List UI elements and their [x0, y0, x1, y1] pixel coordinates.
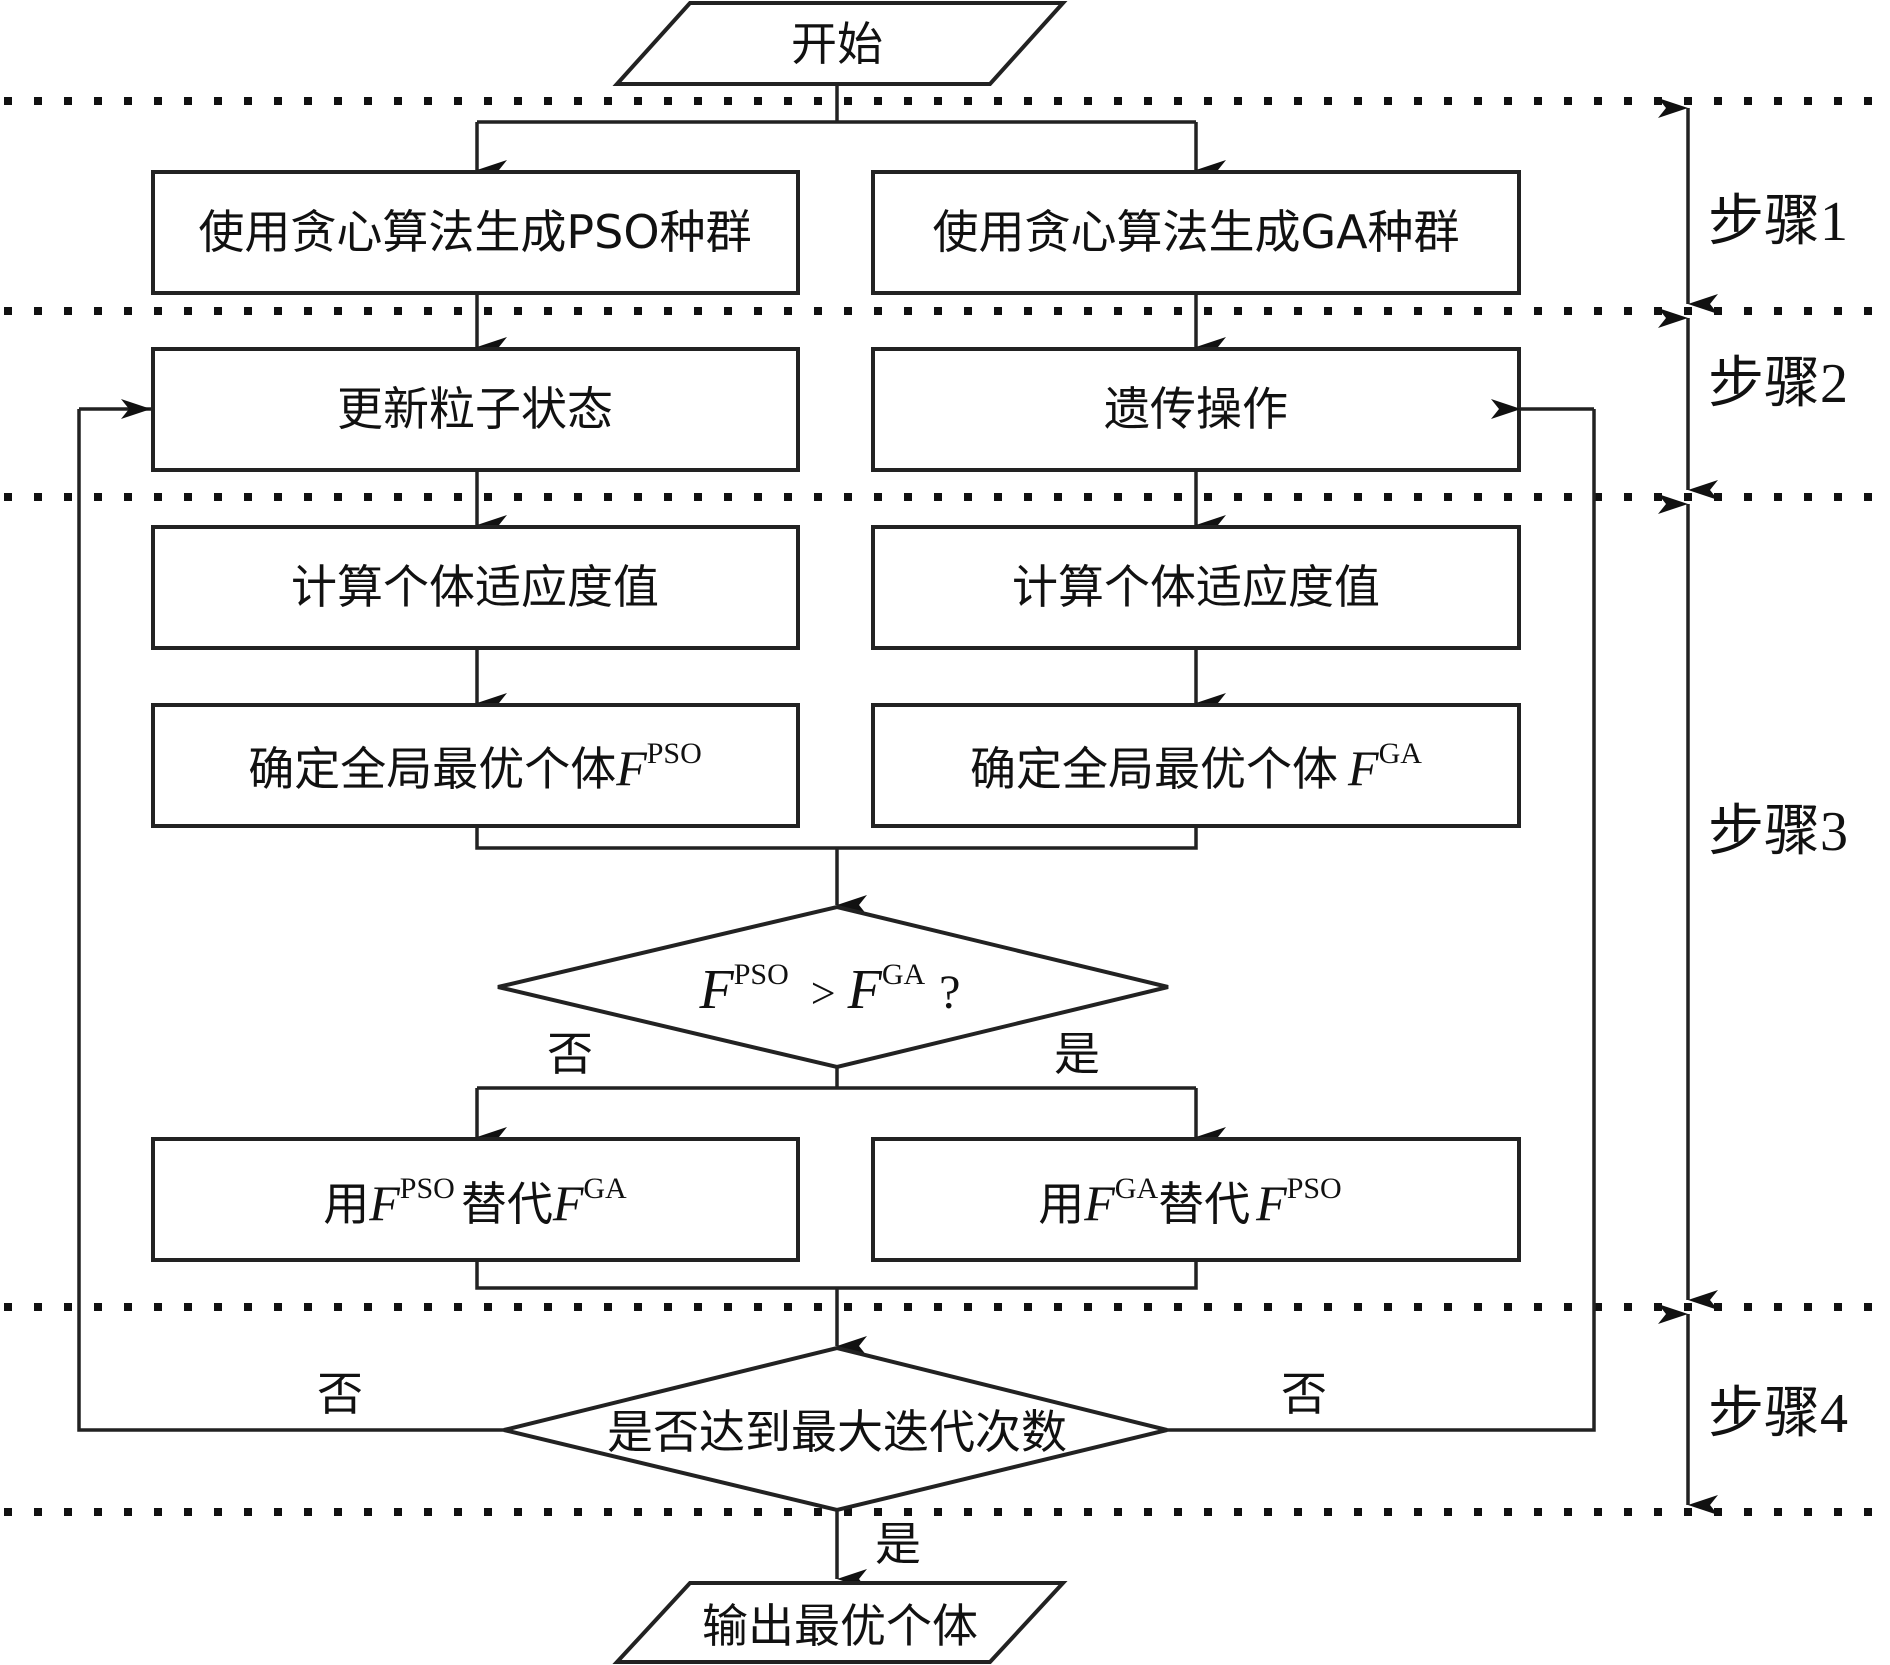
loop-left-line — [77, 409, 504, 1432]
step1-label: 步骤1 — [1708, 191, 1848, 253]
ga-operation-label: 遗传操作 — [1104, 382, 1288, 436]
pso-update-label: 更新粒子状态 — [337, 382, 613, 436]
no-left-label: 否 — [317, 1367, 363, 1421]
no-right-label: 否 — [1281, 1367, 1327, 1421]
start-node: 开始 — [612, 1, 1068, 86]
yes-label: 是 — [1054, 1027, 1100, 1081]
pso-best-label: 确定全局最优个体FPSO — [248, 737, 702, 796]
yes-end-label: 是 — [875, 1517, 921, 1571]
max-iteration-label: 是否达到最大迭代次数 — [607, 1405, 1067, 1459]
step3-label: 步骤3 — [1708, 801, 1848, 863]
pso-init-label: 使用贪心算法生成PSO种群 — [198, 205, 751, 259]
end-node: 输出最优个体 — [612, 1581, 1068, 1664]
pso-fitness-label: 计算个体适应度值 — [291, 560, 659, 614]
pso-best-box: 确定全局最优个体FPSO — [151, 703, 800, 828]
ga-init-box: 使用贪心算法生成GA种群 — [871, 170, 1521, 295]
step2-label: 步骤2 — [1708, 353, 1848, 415]
step4-label: 步骤4 — [1708, 1383, 1848, 1445]
ga-fitness-box: 计算个体适应度值 — [871, 525, 1521, 650]
compare-label: FPSO>FGA? — [699, 958, 961, 1021]
start-label: 开始 — [791, 17, 883, 71]
max-iteration-decision: 是否达到最大迭代次数 — [503, 1345, 1168, 1513]
pso-update-box: 更新粒子状态 — [151, 347, 800, 472]
no-label: 否 — [547, 1027, 593, 1081]
ga-fitness-label: 计算个体适应度值 — [1012, 560, 1380, 614]
pso-init-box: 使用贪心算法生成PSO种群 — [151, 170, 800, 295]
ga-init-label: 使用贪心算法生成GA种群 — [932, 205, 1459, 259]
loop-right-line — [1167, 409, 1596, 1432]
ga-operation-box: 遗传操作 — [871, 347, 1521, 472]
end-label: 输出最优个体 — [702, 1599, 978, 1653]
pso-fitness-box: 计算个体适应度值 — [151, 525, 800, 650]
